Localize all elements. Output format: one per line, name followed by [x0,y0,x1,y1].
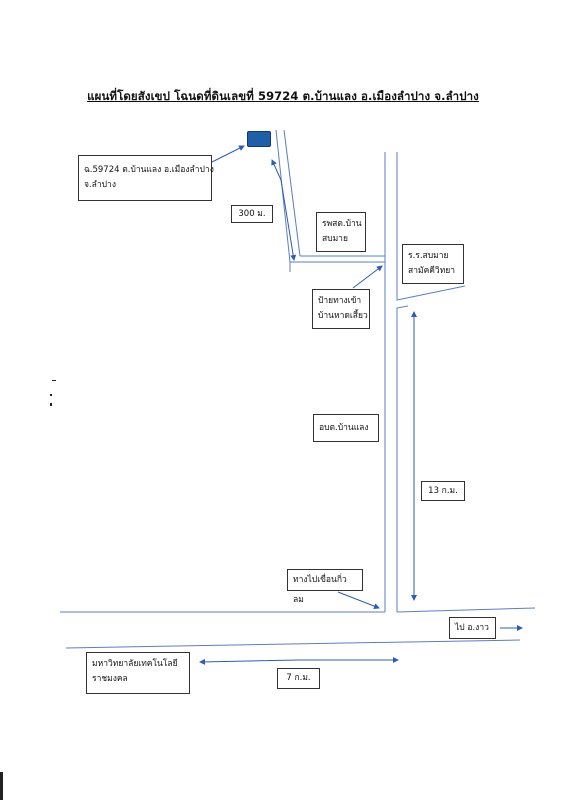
distance-13km-label: 13 ก.ม. [421,481,465,501]
map-title: แผนที่โดยสังเขป โฉนดที่ดินเลขที่ 59724 ต… [87,89,479,103]
arrow-parcel-to-marker [211,145,245,163]
highway-top [60,607,536,613]
sao-office-label: อบต.บ้านแลง [313,414,379,442]
arrow-dam [337,591,380,609]
scan-speck [52,380,56,381]
distance-7km-label: 7 ก.ม. [277,668,320,689]
school-label: ร.ร.สบมาย สามัคคีวิทยา [402,244,464,284]
arrow-7km-left [199,658,299,665]
distance-300m-label: 300 ม. [231,205,273,223]
health-center-label: รพสต.บ้าน สบมาย [316,212,366,252]
university-label: มหาวิทยาลัยเทคโนโลยี ราชมงคล [86,652,190,694]
scan-speck [0,772,3,800]
arrow-300m-down [280,179,297,261]
road-branch-bottom [289,261,385,272]
dam-road-label: ทางไปเขื่อนกิ่วลม [287,569,363,605]
parcel-marker-icon [247,131,271,147]
scan-speck [50,403,52,406]
parcel-label: ฉ.59724 ต.บ้านแลง อ.เมืองลำปาง จ.ลำปาง [78,155,214,201]
to-ngao-label: ไป อ.งาว [449,617,496,639]
arrow-300m-up [271,159,282,181]
scan-speck [50,394,52,396]
road-upper-right-edge [283,129,301,257]
entrance-sign-label: ป้ายทางเข้า บ้านหาดเสี้ยว [312,289,370,329]
highway-bottom [65,639,521,649]
road-main-right [396,152,466,612]
arrow-sign [352,265,383,289]
road-upper-left-edge [275,129,291,263]
